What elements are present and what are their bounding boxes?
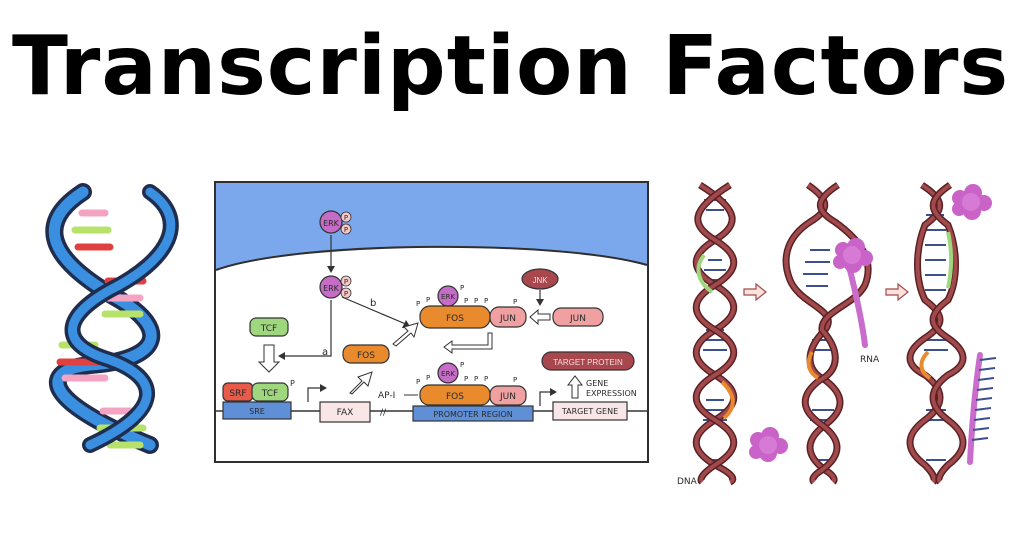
svg-text:P: P [460, 361, 464, 369]
svg-text:FOS: FOS [357, 351, 375, 361]
svg-text:ERK: ERK [441, 293, 455, 301]
svg-text:PROMOTER REGION: PROMOTER REGION [433, 410, 512, 419]
svg-text:GENE: GENE [586, 379, 608, 388]
svg-text:P: P [513, 298, 517, 306]
erk-middle: ERK P P [319, 275, 352, 299]
svg-text:FAX: FAX [337, 408, 354, 418]
svg-text:JUN: JUN [499, 314, 516, 324]
svg-text:P: P [464, 375, 468, 383]
svg-text:P: P [460, 284, 464, 292]
svg-text:P: P [290, 379, 295, 388]
cell-membrane [215, 245, 648, 271]
svg-text:EXPRESSION: EXPRESSION [586, 389, 637, 398]
svg-text:P: P [426, 296, 430, 304]
svg-text:SRE: SRE [249, 407, 265, 416]
svg-text://: // [380, 408, 387, 418]
svg-text:P: P [484, 375, 488, 383]
page-title: Transcription Factors [12, 19, 1010, 114]
svg-text:b: b [370, 298, 376, 309]
svg-text:ERK: ERK [323, 284, 340, 293]
step-arrow-2 [885, 282, 909, 302]
svg-text:TCF: TCF [260, 324, 277, 334]
svg-text:TCF: TCF [261, 389, 278, 399]
svg-text:JUN: JUN [569, 314, 586, 324]
svg-text:TARGET GENE: TARGET GENE [561, 407, 618, 416]
fos-jun-complex-upper: FOS JUN ERK P P P P P P P [416, 284, 527, 329]
svg-text:P: P [344, 290, 348, 298]
svg-text:P: P [484, 297, 488, 305]
rna-polymerase-blob [833, 238, 873, 273]
svg-text:P: P [416, 300, 420, 308]
rna-strand-released [967, 352, 983, 465]
svg-text:JUN: JUN [499, 392, 516, 402]
dna-helix-icon [45, 183, 179, 454]
svg-text:SRF: SRF [229, 389, 246, 399]
rna-polymerase-blob-free-1 [749, 427, 788, 462]
svg-text:P: P [344, 226, 348, 234]
svg-text:FOS: FOS [446, 392, 464, 402]
signaling-diagram: ERK P P ERK P P a b TCF SRF [214, 181, 649, 463]
step-arrow-1 [743, 282, 767, 302]
cell-exterior [216, 183, 647, 270]
svg-text:TARGET PROTEIN: TARGET PROTEIN [553, 358, 623, 367]
svg-text:P: P [474, 297, 478, 305]
svg-text:P: P [464, 297, 468, 305]
transcription-panel: RNA DNA [677, 182, 997, 487]
dna-label: DNA [677, 477, 698, 487]
svg-text:ERK: ERK [441, 370, 455, 378]
svg-text:P: P [513, 376, 517, 384]
svg-text:P: P [474, 375, 478, 383]
svg-text:JNK: JNK [532, 276, 548, 285]
svg-text:P: P [426, 374, 430, 382]
svg-text:AP-I: AP-I [378, 391, 395, 401]
svg-text:ERK: ERK [323, 219, 340, 228]
svg-text:a: a [322, 347, 328, 358]
svg-text:P: P [344, 278, 348, 286]
svg-text:P: P [344, 214, 348, 222]
svg-text:P: P [416, 378, 420, 386]
erk-top: ERK P P [319, 210, 352, 235]
rna-label: RNA [860, 355, 880, 365]
rna-polymerase-blob-free-2 [952, 184, 992, 220]
svg-text:FOS: FOS [446, 314, 464, 324]
fos-jun-complex-lower: FOS JUN ERK P P P P P P P [416, 361, 527, 406]
